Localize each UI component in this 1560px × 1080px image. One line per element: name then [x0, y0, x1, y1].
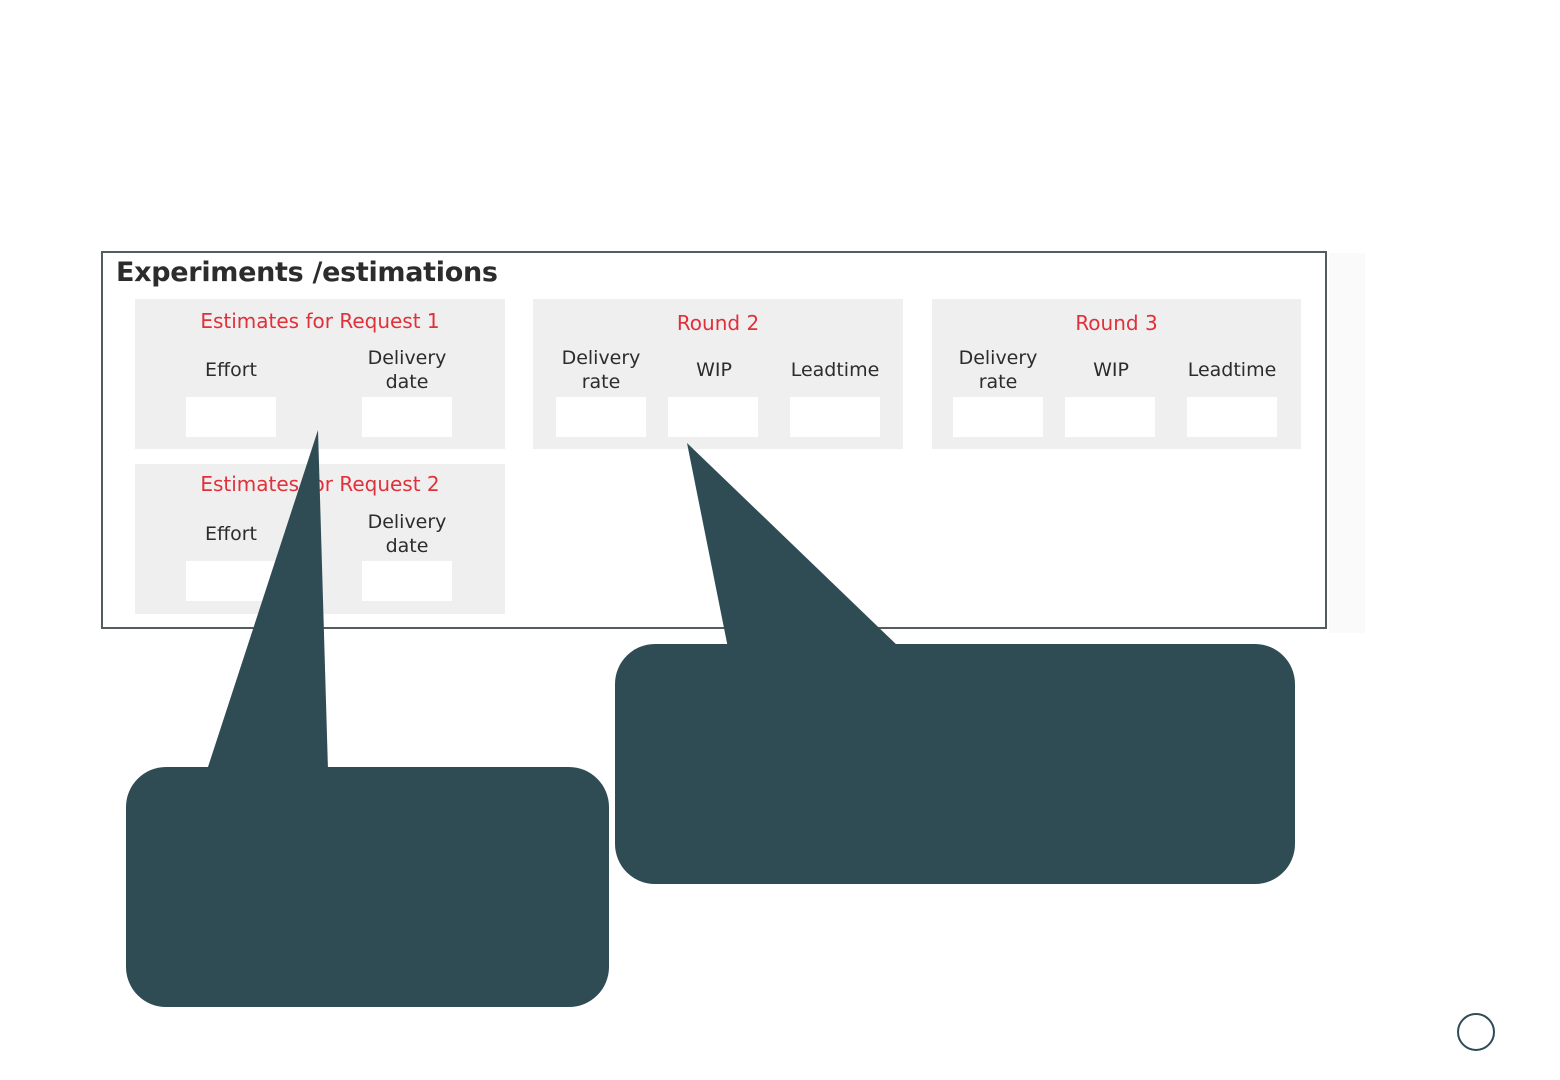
- round3-rate-input[interactable]: [953, 397, 1043, 437]
- round3-rate-label-line2: rate: [978, 371, 1018, 393]
- round3-wip-label: WIP: [1051, 358, 1171, 382]
- round2-leadtime-label: Leadtime: [775, 358, 895, 382]
- experiments-panel: Experiments /estimations Estimates for R…: [101, 251, 1327, 629]
- panel-shadow: [1329, 253, 1365, 633]
- request1-title: Estimates for Request 1: [200, 309, 440, 333]
- panel-title: Experiments /estimations: [116, 257, 498, 288]
- round2-wip-input[interactable]: [668, 397, 758, 437]
- request1-effort-input[interactable]: [186, 397, 276, 437]
- round3-leadtime-input[interactable]: [1187, 397, 1277, 437]
- round2-rate-label-line1: Delivery: [561, 347, 641, 369]
- round2-leadtime-input[interactable]: [790, 397, 880, 437]
- right-callout-bubble: [615, 644, 1295, 884]
- round2-rate-label-line2: rate: [581, 371, 621, 393]
- request1-delivery-label-line2: date: [385, 371, 429, 393]
- round2-title: Round 2: [676, 311, 760, 335]
- round3-wip-label-text: WIP: [1093, 359, 1129, 381]
- round2-leadtime-label-text: Leadtime: [790, 359, 880, 381]
- round3-group: Round 3 Delivery rate WIP Leadtime: [932, 299, 1301, 449]
- request1-delivery-label-line1: Delivery: [367, 347, 447, 369]
- page-indicator-circle[interactable]: [1457, 1013, 1495, 1051]
- round3-title: Round 3: [1075, 311, 1158, 335]
- round2-wip-label: WIP: [654, 358, 774, 382]
- request2-delivery-label-line1: Delivery: [367, 511, 447, 533]
- request2-effort-label-text: Effort: [205, 523, 257, 545]
- request2-title: Estimates for Request 2: [200, 472, 440, 496]
- round2-rate-input[interactable]: [556, 397, 646, 437]
- request1-group: Estimates for Request 1 Effort Delivery …: [135, 299, 505, 449]
- round3-rate-label-line1: Delivery: [958, 347, 1038, 369]
- request1-effort-label-text: Effort: [205, 359, 257, 381]
- round3-wip-input[interactable]: [1065, 397, 1155, 437]
- round3-leadtime-label-text: Leadtime: [1187, 359, 1277, 381]
- round3-rate-label: Delivery rate: [938, 346, 1058, 394]
- request1-delivery-input[interactable]: [362, 397, 452, 437]
- request1-delivery-label: Delivery date: [347, 346, 467, 394]
- request2-delivery-label-line2: date: [385, 535, 429, 557]
- left-callout-bubble: [126, 767, 609, 1007]
- round2-group: Round 2 Delivery rate WIP Leadtime: [533, 299, 903, 449]
- request2-effort-input[interactable]: [186, 561, 276, 601]
- request1-effort-label: Effort: [171, 358, 291, 382]
- round3-leadtime-label: Leadtime: [1172, 358, 1292, 382]
- round2-rate-label: Delivery rate: [541, 346, 661, 394]
- request2-delivery-label: Delivery date: [347, 510, 467, 558]
- request2-effort-label: Effort: [171, 522, 291, 546]
- request2-delivery-input[interactable]: [362, 561, 452, 601]
- round2-wip-label-text: WIP: [696, 359, 732, 381]
- request2-group: Estimates for Request 2 Effort Delivery …: [135, 464, 505, 614]
